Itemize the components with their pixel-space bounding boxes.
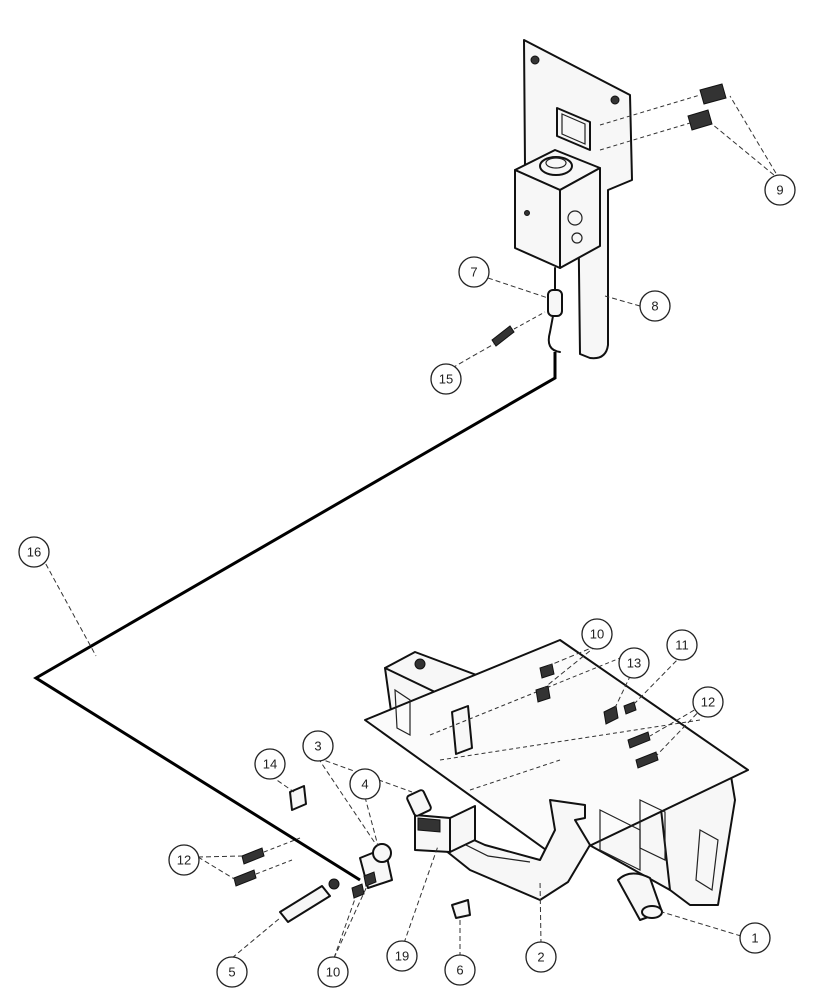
screws-part-10-lower (351, 871, 377, 899)
clip-part-14 (289, 785, 307, 811)
hinge-part-6 (451, 899, 471, 919)
callout-7-label: 7 (470, 265, 477, 280)
screws-part-12-left (233, 837, 301, 887)
callout-3: 3 (302, 730, 334, 762)
screws-part-11-13 (603, 701, 637, 725)
callout-9: 9 (764, 174, 796, 206)
stud-part-5 (279, 878, 340, 923)
cable-connector-part-7 (547, 267, 563, 353)
base-frame (364, 639, 749, 906)
callout-12-right-label: 12 (701, 695, 715, 710)
callout-10-lower: 10 (317, 956, 349, 988)
callout-10-upper-label: 10 (590, 627, 604, 642)
callout-2: 2 (525, 941, 557, 973)
callout-5: 5 (216, 956, 248, 988)
callout-12-left: 12 (168, 844, 200, 876)
callout-4-label: 4 (361, 777, 368, 792)
screws-part-12-right (627, 731, 659, 769)
callout-14-label: 14 (263, 757, 277, 772)
plunger-part-3 (406, 789, 432, 817)
switch-block-part-7 (514, 149, 601, 269)
callout-10-lower-label: 10 (326, 965, 340, 980)
callout-16-label: 16 (27, 545, 41, 560)
callout-1-label: 1 (751, 931, 758, 946)
callout-9-label: 9 (776, 183, 783, 198)
callout-1: 1 (739, 922, 771, 954)
callout-2-label: 2 (537, 950, 544, 965)
screw-part-15 (491, 311, 546, 347)
callout-12-right: 12 (692, 686, 724, 718)
callout-8-label: 8 (651, 299, 658, 314)
callout-19-label: 19 (395, 949, 409, 964)
callout-19: 19 (386, 940, 418, 972)
callout-15: 15 (430, 363, 462, 395)
callout-13-label: 13 (627, 656, 641, 671)
callout-11-label: 11 (675, 638, 689, 653)
callout-10-upper: 10 (581, 618, 613, 650)
callout-12-left-label: 12 (177, 853, 191, 868)
callout-8: 8 (639, 290, 671, 322)
screws-part-10-upper (535, 663, 555, 703)
switch-part-19 (414, 805, 476, 853)
callout-4: 4 (349, 768, 381, 800)
callout-6: 6 (444, 954, 476, 986)
callout-13: 13 (618, 647, 650, 679)
callout-7: 7 (458, 256, 490, 288)
callout-5-label: 5 (228, 965, 235, 980)
callout-3-label: 3 (314, 739, 321, 754)
callout-6-label: 6 (456, 963, 463, 978)
callout-11: 11 (666, 629, 698, 661)
callout-16: 16 (18, 536, 50, 568)
callout-14: 14 (254, 748, 286, 780)
cable-part-16 (33, 352, 557, 882)
callout-15-label: 15 (439, 372, 453, 387)
knob-part-1 (617, 872, 663, 921)
